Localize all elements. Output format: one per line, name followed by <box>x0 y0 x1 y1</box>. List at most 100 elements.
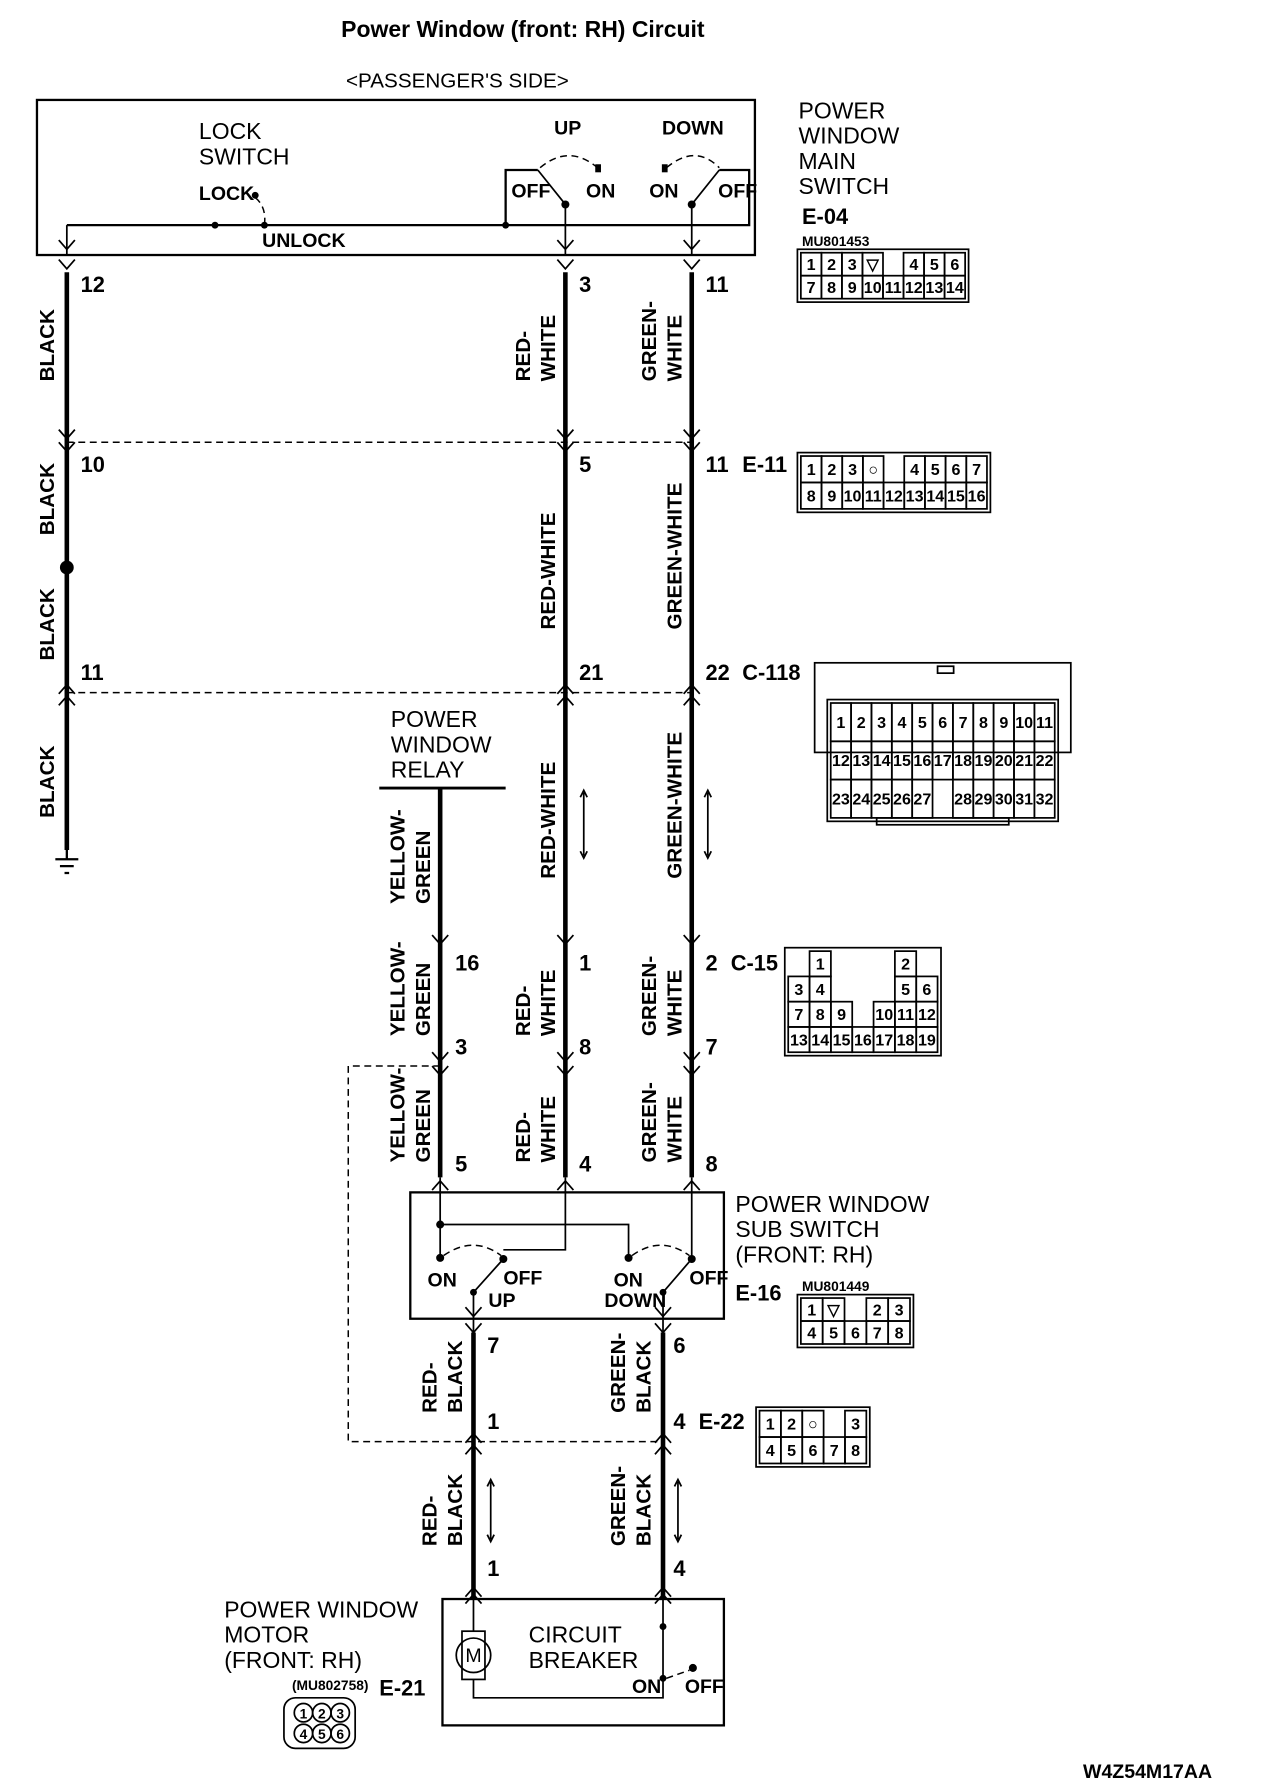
pin-number: 10 <box>864 279 882 297</box>
pin-cell <box>887 1320 911 1345</box>
pin-number: 15 <box>947 487 965 505</box>
connector-code-c118: C-118 <box>742 660 800 685</box>
pin-number: 2 <box>857 714 866 732</box>
sub-switch-label: (FRONT: RH) <box>735 1241 873 1267</box>
pin-number: 18 <box>954 752 972 770</box>
pin-number: 3 <box>877 714 886 732</box>
on-label: ON <box>632 1676 661 1698</box>
svg-text:GREEN: GREEN <box>412 831 435 904</box>
pin-number: 13 <box>906 487 924 505</box>
svg-text:GREEN-: GREEN- <box>638 301 661 381</box>
svg-text:BLACK: BLACK <box>444 1474 467 1546</box>
power-window-motor: M CIRCUIT BREAKER ON OFF POWER WINDOW MO… <box>224 1596 726 1727</box>
pin-number: 4 <box>910 461 919 479</box>
relay-label: POWER <box>391 706 478 732</box>
pin-number: 4 <box>898 714 907 732</box>
pin-number: 5 <box>918 714 927 732</box>
connector-code-e22: E-22 <box>699 1409 745 1434</box>
pin-number: 6 <box>336 1727 344 1742</box>
pin-numbers: 12 3 11 10 5 11 11 21 22 16 1 2 3 8 7 5 … <box>81 272 801 1581</box>
svg-text:4: 4 <box>673 1409 686 1434</box>
on-label: ON <box>428 1270 457 1292</box>
power-window-main-switch: LOCK SWITCH LOCK UNLOCK UP DOWN OFF ON O… <box>35 97 900 257</box>
pin-number: 8 <box>979 714 988 732</box>
lock-switch-label: SWITCH <box>199 143 290 169</box>
pin-number: 4 <box>909 256 918 274</box>
svg-text:BLACK: BLACK <box>36 746 59 818</box>
svg-text:GREEN-: GREEN- <box>638 956 661 1036</box>
pin-number: 13 <box>925 279 943 297</box>
pin-number: 7 <box>972 461 981 479</box>
pin-number: 5 <box>829 1324 838 1342</box>
svg-text:GREEN-WHITE: GREEN-WHITE <box>663 483 686 630</box>
motor-label: POWER WINDOW <box>224 1596 418 1622</box>
svg-text:1: 1 <box>487 1556 499 1581</box>
on-label: ON <box>614 1270 643 1292</box>
svg-text:RED-: RED- <box>512 331 535 382</box>
svg-text:BLACK: BLACK <box>444 1341 467 1413</box>
pin-number: 7 <box>807 279 816 297</box>
svg-text:RED-: RED- <box>419 1496 442 1547</box>
connector-code-e21: E-21 <box>379 1676 425 1701</box>
lock-position-label: LOCK <box>199 183 254 205</box>
pin-number: 2 <box>787 1416 796 1434</box>
svg-text:1: 1 <box>579 951 591 976</box>
down-label: DOWN <box>604 1290 666 1312</box>
pin-number: 10 <box>1015 714 1033 732</box>
pin-number: 7 <box>830 1442 839 1460</box>
pin-number: 19 <box>975 752 993 770</box>
pin-number: 12 <box>905 279 923 297</box>
svg-text:12: 12 <box>81 272 105 297</box>
svg-text:GREEN: GREEN <box>412 963 435 1036</box>
ground-icon <box>55 850 79 875</box>
pin-number: 11 <box>865 487 882 505</box>
pin-number: 1 <box>807 1301 816 1319</box>
svg-text:3: 3 <box>579 272 591 297</box>
svg-text:GREEN-: GREEN- <box>607 1332 630 1412</box>
pin-number: ▽ <box>866 256 880 274</box>
pin-number: 24 <box>852 790 870 808</box>
on-label: ON <box>586 181 615 203</box>
pin-number: 8 <box>827 279 836 297</box>
pin-number: 1 <box>816 956 825 974</box>
pin-number: 31 <box>1015 790 1033 808</box>
svg-text:RED-: RED- <box>419 1362 442 1413</box>
wires <box>55 272 713 1600</box>
motor-housing <box>461 1630 486 1681</box>
pin-number: 17 <box>875 1031 893 1049</box>
diagram-title: Power Window (front: RH) Circuit <box>341 16 705 42</box>
pin-number: 1 <box>836 714 845 732</box>
svg-text:BLACK: BLACK <box>632 1474 655 1546</box>
svg-text:10: 10 <box>81 452 105 477</box>
svg-text:YELLOW-: YELLOW- <box>387 809 410 904</box>
svg-text:WHITE: WHITE <box>537 1096 560 1163</box>
pin-number: 2 <box>901 956 910 974</box>
pin-number: 14 <box>946 279 964 297</box>
pin-number: 3 <box>851 1416 860 1434</box>
connector-code-e16: E-16 <box>735 1280 781 1305</box>
svg-text:BLACK: BLACK <box>632 1341 655 1413</box>
pin-number: 17 <box>934 752 952 770</box>
sub-switch-label: SUB SWITCH <box>735 1216 879 1242</box>
pin-number: 32 <box>1036 790 1054 808</box>
svg-text:RED-: RED- <box>512 986 535 1037</box>
pin-number: 1 <box>807 256 816 274</box>
part-number: MU801449 <box>802 1279 870 1294</box>
pin-number: 3 <box>895 1301 904 1319</box>
pin-cell <box>965 481 988 510</box>
up-label: UP <box>488 1290 515 1312</box>
pin-number: 1 <box>300 1706 308 1721</box>
svg-text:8: 8 <box>579 1035 591 1060</box>
sub-switch-box <box>409 1191 726 1320</box>
pin-number: 3 <box>848 461 857 479</box>
pin-number: 6 <box>950 256 959 274</box>
splice-point <box>59 560 74 575</box>
pin-number: 7 <box>794 1006 803 1024</box>
svg-text:BLACK: BLACK <box>36 588 59 660</box>
pin-number: 5 <box>787 1442 796 1460</box>
svg-text:YELLOW-: YELLOW- <box>387 1068 410 1163</box>
pin-number: 2 <box>827 461 836 479</box>
